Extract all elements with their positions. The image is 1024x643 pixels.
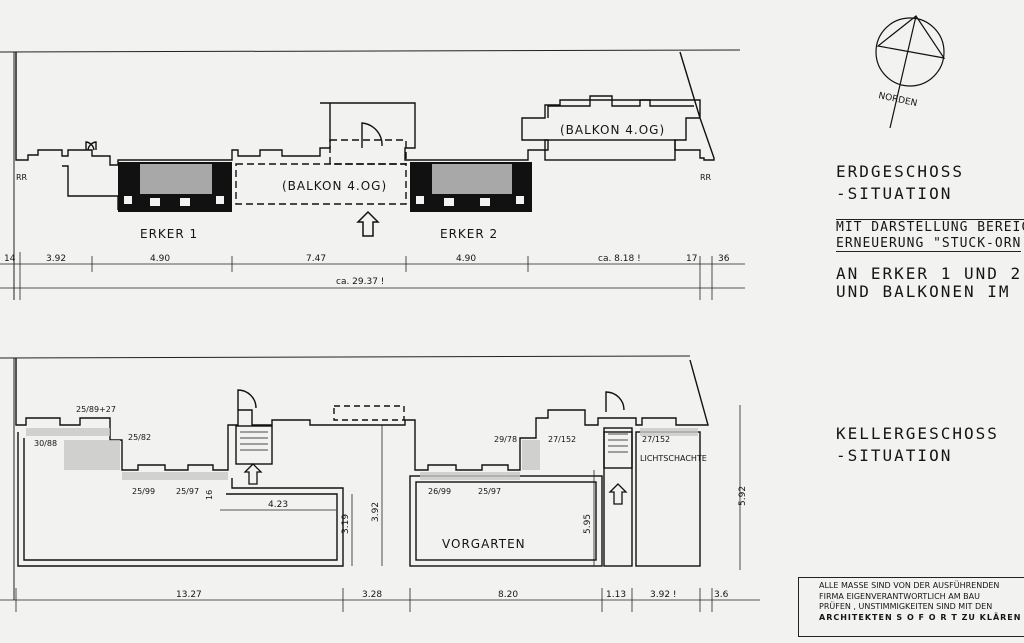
notes-box: ALLE MASSE SIND VON DER AUSFÜHRENDEN FIR… bbox=[798, 577, 1024, 637]
stair-hatching bbox=[240, 431, 628, 453]
stair-left bbox=[235, 425, 273, 465]
basement-entrance-arrow-left-icon bbox=[243, 463, 263, 485]
inner-dim-4: 5.95 bbox=[583, 514, 593, 534]
bottom-dim-2: 3.28 bbox=[362, 590, 382, 600]
ground-floor-title-line-1: ERDGESCHOSS bbox=[836, 162, 964, 181]
lightwell-2-outline bbox=[635, 431, 701, 567]
basement-title-line-2: -SITUATION bbox=[836, 446, 953, 465]
bay-1-window-gap-1 bbox=[124, 196, 132, 204]
ground-dim-7: 17 bbox=[686, 254, 697, 264]
window-label-10: 25/97 bbox=[478, 487, 501, 496]
inner-dim-1: 4.23 bbox=[268, 500, 288, 510]
inner-dim-2: 3.19 bbox=[341, 514, 351, 534]
frame-top-line bbox=[0, 49, 741, 53]
basement-top-line bbox=[0, 355, 691, 359]
balcony-1-outline bbox=[235, 163, 407, 205]
window-label-3: 25/82 bbox=[128, 433, 151, 442]
ground-dim-6: ca. 8.18 ! bbox=[598, 254, 641, 264]
inner-dim-6: 16 bbox=[205, 490, 214, 500]
ground-facade-line bbox=[15, 51, 715, 166]
ground-floor-title-line-2: -SITUATION bbox=[836, 184, 953, 203]
north-arrow-icon bbox=[876, 15, 946, 59]
balcony-2-outline bbox=[547, 95, 694, 118]
inner-dim-3: 3.92 bbox=[371, 502, 381, 522]
ground-floor-description-line-1: MIT DARSTELLUNG BEREIC bbox=[836, 219, 1024, 235]
bay-1-window-gap-2 bbox=[150, 198, 160, 206]
lightwell-outline bbox=[603, 431, 633, 567]
balcony-label-2: (BALKON 4.OG) bbox=[560, 123, 665, 137]
front-garden-boundary-inner bbox=[23, 438, 338, 561]
ground-dim-5: 4.90 bbox=[456, 254, 476, 264]
stair-right bbox=[603, 427, 633, 469]
note-line-4: ARCHITEKTEN S O F O R T ZU KLÄREN bbox=[819, 612, 1022, 622]
ground-floor-description-line-3: AN ERKER 1 UND 2 bbox=[836, 264, 1023, 283]
bay-1-window-gap-4 bbox=[216, 196, 224, 204]
rr-label-left: RR bbox=[16, 173, 28, 182]
note-line-1: ALLE MASSE SIND VON DER AUSFÜHRENDEN bbox=[819, 581, 1000, 590]
lightwell-label: LICHTSCHACHTE bbox=[640, 454, 707, 463]
door-swing-basement-right bbox=[605, 391, 625, 412]
front-garden-boundary-right-inner bbox=[415, 481, 597, 561]
ground-floor-description-line-2: ERNEUERUNG "STUCK-ORN bbox=[836, 236, 1022, 252]
bay-2-window-gap-4 bbox=[516, 196, 524, 204]
bay-label-1: ERKER 1 bbox=[140, 227, 198, 241]
door-swing-1 bbox=[361, 122, 383, 148]
window-label-6: 29/78 bbox=[494, 435, 517, 444]
window-label-2: 30/88 bbox=[34, 439, 57, 448]
bay-2-window-gap-1 bbox=[416, 196, 424, 204]
ground-floor-description-line-4: UND BALKONEN IM bbox=[836, 282, 1011, 301]
basement-title-line-1: KELLERGESCHOSS bbox=[836, 424, 999, 443]
bottom-dim-1: 13.27 bbox=[176, 590, 202, 600]
bottom-dim-5: 3.92 ! bbox=[650, 590, 677, 600]
bay-2-shaded-area bbox=[432, 164, 512, 194]
door-swing-basement-left bbox=[237, 389, 257, 410]
garden-label: VORGARTEN bbox=[442, 537, 526, 551]
rr-label-right: RR bbox=[700, 173, 712, 182]
basement-dashed-element bbox=[333, 405, 405, 421]
bay-1 bbox=[118, 162, 232, 212]
window-label-8: 27/152 bbox=[642, 435, 670, 444]
ground-dim-2: 3.92 bbox=[46, 254, 66, 264]
bay-label-2: ERKER 2 bbox=[440, 227, 498, 241]
window-label-1: 25/89+27 bbox=[76, 405, 116, 414]
inner-dim-5: 5.92 bbox=[738, 486, 748, 506]
stipple-bands bbox=[26, 428, 698, 480]
window-label-5: 25/97 bbox=[176, 487, 199, 496]
bay-1-shaded-area bbox=[140, 164, 212, 194]
ground-dim-8: 36 bbox=[718, 254, 730, 264]
bay-2-window-gap-3 bbox=[480, 198, 490, 206]
bay-2-window-gap-2 bbox=[444, 198, 454, 206]
entrance-arrow-icon bbox=[356, 210, 380, 237]
window-label-4: 25/99 bbox=[132, 487, 155, 496]
bottom-dim-3: 8.20 bbox=[498, 590, 518, 600]
north-arrow-circle bbox=[875, 17, 945, 87]
bay-1-window-gap-3 bbox=[180, 198, 190, 206]
basement-bottom-dimension-lines bbox=[0, 588, 760, 612]
ground-dim-3: 4.90 bbox=[150, 254, 170, 264]
bay-2 bbox=[410, 162, 532, 212]
note-line-2: FIRMA EIGENVERANTWORTLICH AM BAU bbox=[819, 591, 980, 601]
balcony-2-railing bbox=[544, 139, 676, 161]
note-line-3: PRÜFEN , UNSTIMMIGKEITEN SIND MIT DEN bbox=[819, 602, 993, 611]
door-swing-small bbox=[85, 141, 97, 151]
ground-dim-1: 14 bbox=[4, 254, 16, 264]
basement-inner-dimension-lines bbox=[220, 405, 741, 570]
window-label-9: 26/99 bbox=[428, 487, 451, 496]
bottom-dim-4: 1.13 bbox=[606, 590, 626, 600]
ground-dim-4: 7.47 bbox=[306, 254, 326, 264]
north-arrow bbox=[875, 15, 946, 129]
ground-dimension-lines bbox=[0, 252, 745, 300]
balcony-label-1: (BALKON 4.OG) bbox=[282, 179, 387, 193]
ground-left-step bbox=[62, 165, 119, 210]
window-label-7: 27/152 bbox=[548, 435, 576, 444]
front-garden-boundary-left bbox=[17, 432, 344, 567]
balcony-1-outline-inner bbox=[329, 139, 407, 165]
bottom-dim-6: 3.6 bbox=[714, 590, 729, 600]
basement-entrance-arrow-right-icon bbox=[608, 483, 628, 505]
ground-total-dim: ca. 29.37 ! bbox=[336, 277, 384, 287]
